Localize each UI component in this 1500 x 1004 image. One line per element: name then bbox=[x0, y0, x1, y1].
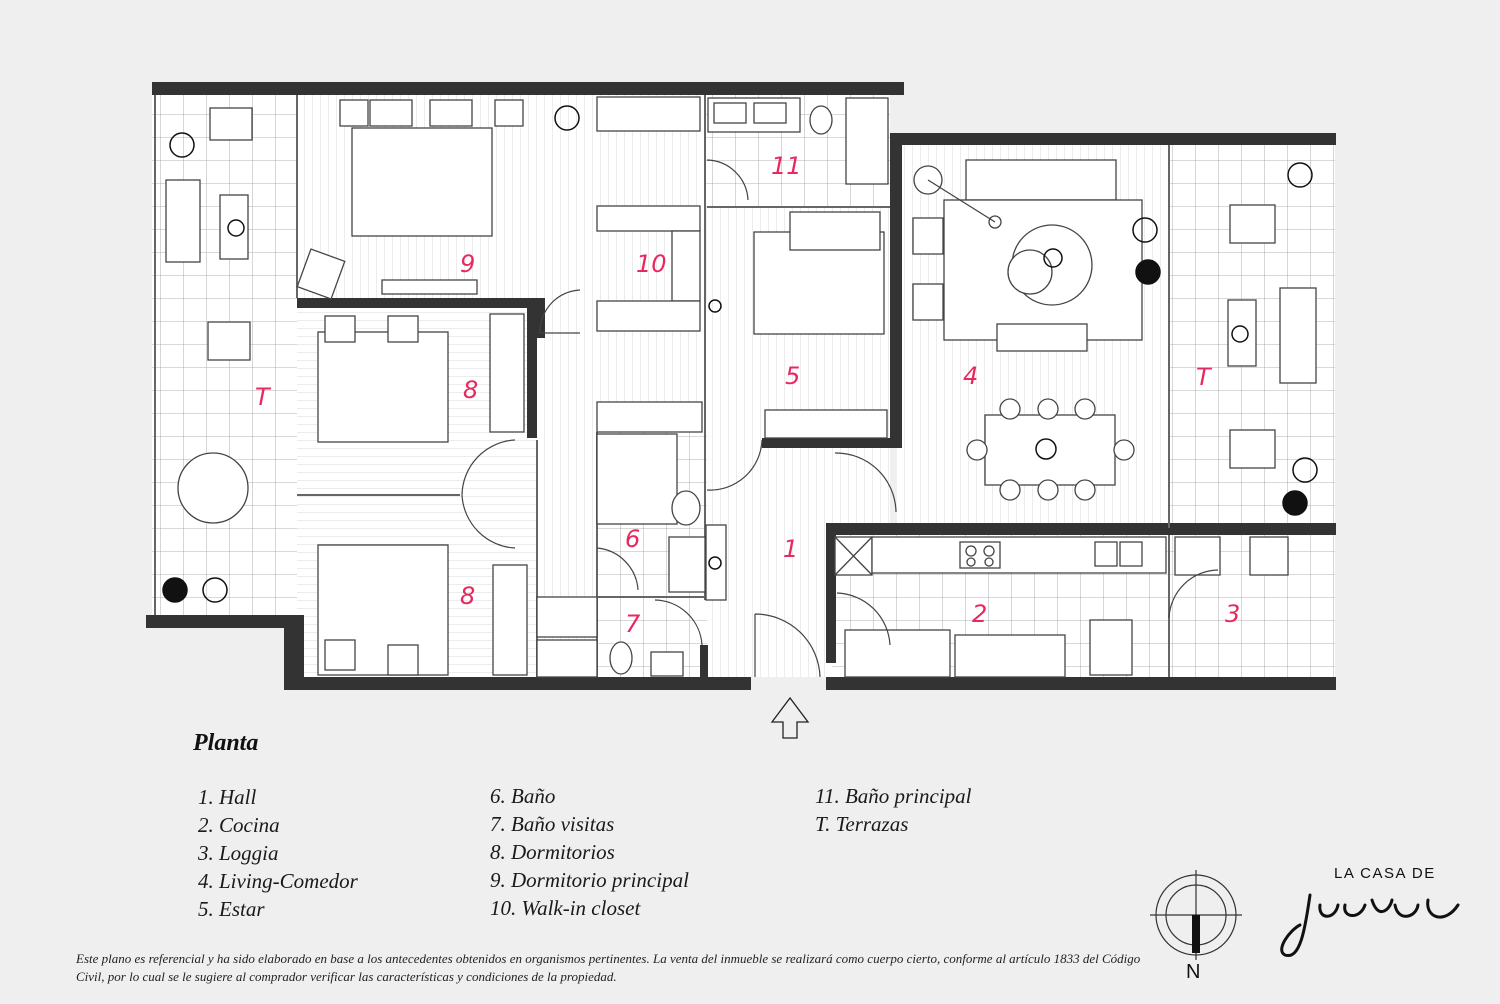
legend-item: 4. Living-Comedor bbox=[198, 869, 358, 893]
brand-logo bbox=[1280, 893, 1460, 957]
brand-name: LA CASA DE bbox=[1334, 865, 1436, 882]
entrance-arrow bbox=[770, 696, 810, 739]
legend-item: 8. Dormitorios bbox=[490, 840, 615, 864]
legend-item: 11. Baño principal bbox=[815, 784, 972, 808]
plants bbox=[162, 105, 1318, 603]
walls bbox=[146, 82, 1336, 690]
room-label-guest-bath: 7 bbox=[625, 610, 641, 638]
legend-item: 7. Baño visitas bbox=[490, 812, 615, 836]
compass-north-label: N bbox=[1186, 961, 1201, 983]
door-swings bbox=[461, 159, 1219, 678]
room-label-main-bedroom: 9 bbox=[460, 250, 476, 278]
legend-item: 3. Loggia bbox=[198, 841, 279, 865]
compass-icon bbox=[1150, 870, 1242, 960]
legend-item: 1. Hall bbox=[198, 785, 257, 809]
legend-column-1: 1. Hall 2. Cocina 3. Loggia 4. Living-Co… bbox=[198, 783, 358, 923]
room-label-walk-in-closet: 10 bbox=[636, 250, 667, 278]
disclaimer-text: Este plano es referencial y ha sido elab… bbox=[76, 951, 1141, 984]
room-label-estar: 5 bbox=[785, 362, 801, 390]
room-label-terrace-left: T bbox=[255, 383, 270, 411]
legend-item: 6. Baño bbox=[490, 784, 556, 808]
legend-item: 9. Dormitorio principal bbox=[490, 868, 689, 892]
room-label-hall: 1 bbox=[783, 535, 799, 563]
furniture bbox=[165, 96, 1317, 678]
room-label-bedroom-b: 8 bbox=[460, 582, 476, 610]
legend-column-2: 6. Baño 7. Baño visitas 8. Dormitorios 9… bbox=[490, 782, 689, 922]
legend-column-3: 11. Baño principal T. Terrazas bbox=[815, 782, 972, 838]
room-label-terrace-right: T bbox=[1196, 363, 1211, 391]
legend-item: T. Terrazas bbox=[815, 812, 909, 836]
legend-item: 5. Estar bbox=[198, 897, 265, 921]
room-label-loggia: 3 bbox=[1225, 600, 1241, 628]
room-label-kitchen: 2 bbox=[972, 600, 988, 628]
room-label-living: 4 bbox=[963, 362, 979, 390]
legend-title: Planta bbox=[193, 730, 259, 756]
legend-item: 10. Walk-in closet bbox=[490, 896, 641, 920]
room-label-bedroom-a: 8 bbox=[463, 376, 479, 404]
room-label-main-bath: 11 bbox=[771, 152, 802, 180]
room-label-bath: 6 bbox=[625, 525, 641, 553]
legend-item: 2. Cocina bbox=[198, 813, 280, 837]
